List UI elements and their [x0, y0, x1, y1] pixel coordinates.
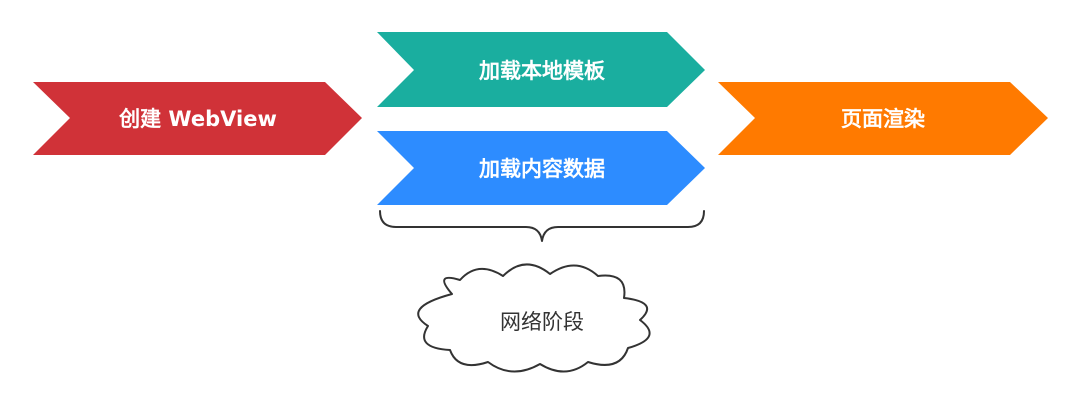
step-create-webview: 创建 WebView [33, 82, 362, 155]
network-phase-label: 网络阶段 [500, 310, 584, 334]
cloud-icon [417, 263, 651, 373]
step-load-content: 加载内容数据 [377, 131, 705, 205]
step-create-webview-label: 创建 WebView [118, 107, 277, 131]
step-create-webview-arrow [33, 82, 362, 155]
network-phase-brace [379, 210, 705, 242]
network-phase-cloud: 网络阶段 [417, 263, 651, 373]
step-load-template: 加载本地模板 [377, 32, 705, 107]
step-load-content-arrow [377, 131, 705, 205]
step-load-template-arrow [377, 32, 705, 107]
step-load-content-label: 加载内容数据 [478, 157, 605, 181]
step-page-render: 页面渲染 [718, 82, 1048, 155]
step-page-render-arrow [718, 82, 1048, 155]
step-load-template-label: 加载本地模板 [478, 59, 606, 83]
step-page-render-label: 页面渲染 [841, 107, 925, 131]
